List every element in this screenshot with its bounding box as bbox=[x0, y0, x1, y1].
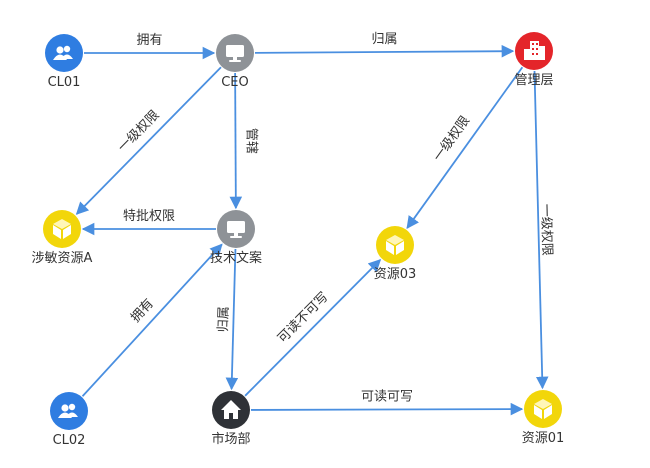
edge-cl01_ceo: 拥有 bbox=[84, 33, 216, 60]
node-cl02[interactable]: CL02 bbox=[50, 392, 88, 448]
edge-mgmt_res01: 一级权限 bbox=[533, 70, 555, 390]
edge-tech_market: 归属 bbox=[216, 248, 239, 391]
monitor-icon bbox=[227, 221, 245, 238]
node-label-res01: 资源01 bbox=[522, 431, 565, 446]
node-label-res03: 资源03 bbox=[374, 267, 417, 282]
building-icon bbox=[524, 41, 545, 60]
edge-market_res03: 可读不可写 bbox=[244, 259, 382, 397]
users-icon bbox=[58, 403, 78, 418]
edge-tech_resA: 特批权限 bbox=[81, 208, 216, 236]
node-label-tech: 技术文案 bbox=[210, 251, 262, 266]
edge-label-mgmt_res03: 一级权限 bbox=[430, 113, 473, 165]
edge-line-mgmt_res01 bbox=[533, 70, 549, 390]
node-label-ceo: CEO bbox=[221, 75, 249, 90]
edges-layer: 拥有归属一级权限管辖特批权限一级权限一级权限拥有归属可读不可写可读可写 bbox=[75, 32, 555, 416]
edge-line-ceo_tech bbox=[229, 72, 243, 210]
node-cl01[interactable]: CL01 bbox=[45, 34, 83, 90]
edge-ceo_mgmt: 归属 bbox=[254, 32, 515, 58]
node-market[interactable]: 市场部 bbox=[211, 391, 251, 447]
edge-label-tech_market: 归属 bbox=[216, 306, 232, 332]
edge-label-tech_resA: 特批权限 bbox=[123, 208, 175, 224]
cube-icon bbox=[534, 399, 552, 419]
node-ceo[interactable]: CEO bbox=[216, 34, 254, 90]
edge-label-ceo_mgmt: 归属 bbox=[371, 32, 397, 47]
edge-line-market_res03 bbox=[244, 259, 382, 397]
cube-icon bbox=[53, 219, 71, 239]
edge-label-mgmt_res01: 一级权限 bbox=[538, 204, 555, 256]
node-mgmt[interactable]: 管理层 bbox=[514, 32, 554, 88]
edge-label-cl01_ceo: 拥有 bbox=[136, 33, 162, 48]
edge-mgmt_res03: 一级权限 bbox=[406, 66, 524, 229]
edge-ceo_tech: 管辖 bbox=[229, 72, 260, 210]
node-circle-cl02[interactable] bbox=[50, 392, 88, 430]
edge-label-ceo_tech: 管辖 bbox=[243, 128, 259, 154]
node-label-mgmt: 管理层 bbox=[514, 73, 553, 88]
edge-line-cl02_tech bbox=[81, 243, 223, 397]
node-label-resA: 涉敏资源A bbox=[32, 251, 93, 266]
edge-ceo_resA: 一级权限 bbox=[75, 66, 222, 215]
edge-line-tech_market bbox=[225, 248, 239, 391]
edge-label-ceo_resA: 一级权限 bbox=[115, 107, 163, 155]
edge-line-market_res01 bbox=[250, 402, 524, 416]
cube-icon bbox=[386, 235, 404, 255]
users-icon bbox=[53, 45, 73, 60]
node-res03[interactable]: 资源03 bbox=[374, 226, 417, 282]
node-resA[interactable]: 涉敏资源A bbox=[32, 210, 93, 266]
edge-line-ceo_mgmt bbox=[254, 44, 515, 58]
node-label-market: 市场部 bbox=[211, 431, 250, 447]
node-label-cl01: CL01 bbox=[48, 75, 81, 90]
node-tech[interactable]: 技术文案 bbox=[210, 210, 262, 266]
edge-label-market_res01: 可读可写 bbox=[361, 390, 413, 405]
node-circle-cl01[interactable] bbox=[45, 34, 83, 72]
edge-line-ceo_resA bbox=[75, 66, 222, 215]
home-icon bbox=[221, 400, 241, 419]
edge-market_res01: 可读可写 bbox=[250, 390, 524, 416]
node-res01[interactable]: 资源01 bbox=[522, 390, 565, 446]
edge-cl02_tech: 拥有 bbox=[81, 243, 223, 397]
monitor-icon bbox=[226, 45, 244, 62]
node-label-cl02: CL02 bbox=[53, 433, 86, 448]
edge-line-mgmt_res03 bbox=[406, 66, 524, 229]
